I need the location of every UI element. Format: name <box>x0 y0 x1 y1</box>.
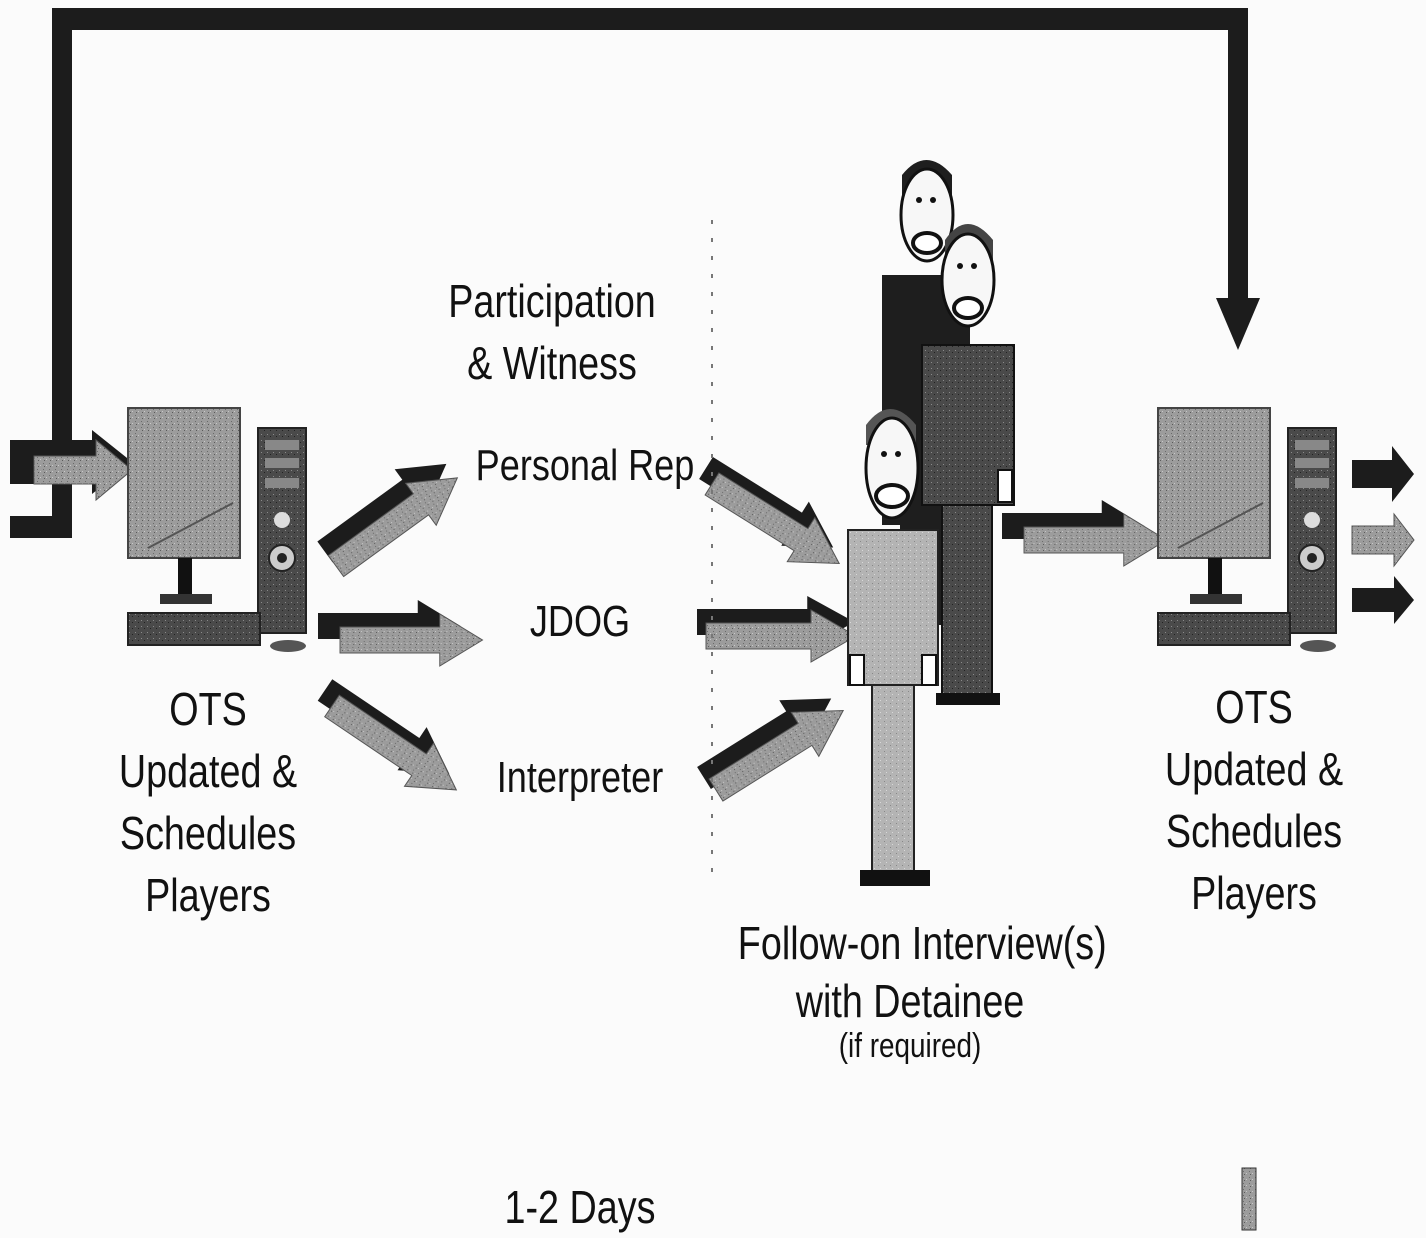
interview-label: Follow-on Interview(s) with Detainee (if… <box>737 912 1107 1066</box>
computer-icon <box>127 407 307 653</box>
left-station-line: Players <box>145 869 271 921</box>
left-station-label: OTS Updated & Schedules Players <box>103 678 313 926</box>
personal-rep-label: Personal Rep <box>475 441 695 490</box>
arrow-jdog-to-interview <box>697 596 857 663</box>
incoming-arrow-light <box>33 438 133 502</box>
left-station-line: Updated & <box>118 745 298 797</box>
interview-note: (if required) <box>838 1027 982 1065</box>
interpreter-label: Interpreter <box>496 753 664 802</box>
participation-header-line: Participation <box>448 275 656 327</box>
arrow-personal-rep-to-interview <box>692 445 854 587</box>
duration-label: 1-2 Days <box>504 1181 656 1233</box>
left-station-line: OTS <box>169 683 247 735</box>
timeline-marker <box>1241 1167 1257 1231</box>
interview-title-line: Follow-on Interview(s) <box>737 917 1107 969</box>
outgoing-arrow-3 <box>1352 576 1414 624</box>
right-station-line: OTS <box>1215 681 1293 733</box>
people-group-icon <box>847 160 1015 886</box>
person-front <box>847 409 939 886</box>
arrow-to-interpreter <box>310 668 472 812</box>
left-station-line: Schedules <box>119 807 297 859</box>
arrow-interpreter-to-interview <box>690 676 858 813</box>
outgoing-arrow-2 <box>1351 512 1415 568</box>
arrow-to-jdog <box>318 600 483 667</box>
right-station-line: Schedules <box>1165 805 1343 857</box>
participation-header-line: & Witness <box>467 337 637 389</box>
arrow-interview-to-ots <box>1002 500 1167 567</box>
outgoing-arrow-1 <box>1352 446 1414 502</box>
feedback-loop-connector <box>10 8 1260 538</box>
right-station-line: Players <box>1191 867 1317 919</box>
computer-icon <box>1157 407 1337 653</box>
jdog-label: JDOG <box>529 597 631 646</box>
interview-title-line: with Detainee <box>795 975 1025 1027</box>
participation-header: Participation & Witness <box>437 270 667 394</box>
person-middle <box>921 224 1015 705</box>
right-station-line: Updated & <box>1164 743 1344 795</box>
right-station-label: OTS Updated & Schedules Players <box>1149 676 1359 924</box>
arrow-to-personal-rep <box>309 442 474 588</box>
